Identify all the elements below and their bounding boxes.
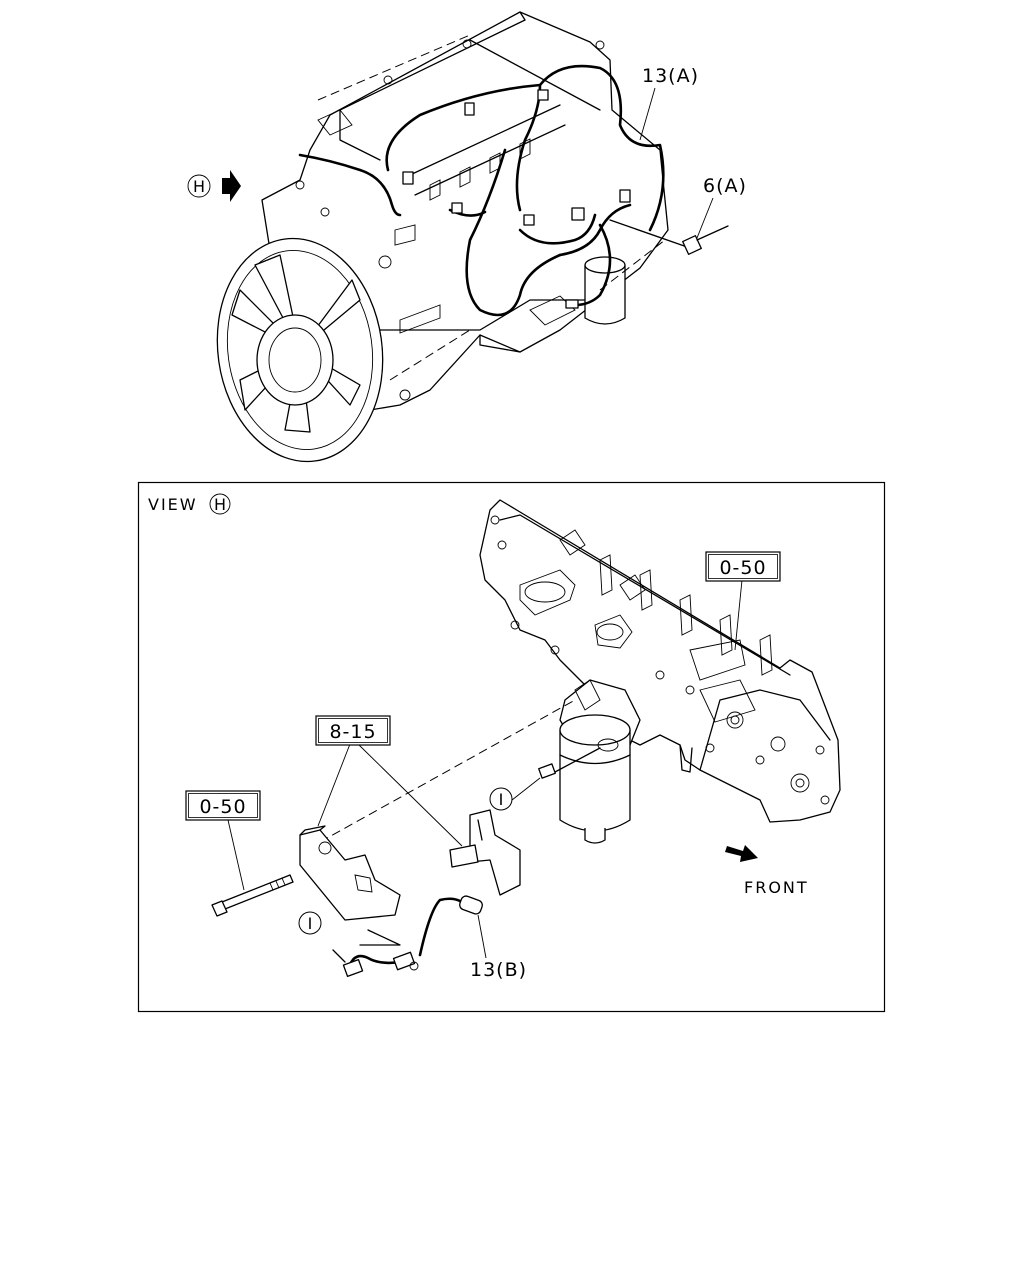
- wiring-harness-13b: [332, 895, 483, 978]
- fuel-sensor-illustration: [538, 747, 601, 779]
- ref-box-0-50-upper: 0-50: [705, 551, 781, 582]
- callout-13a-label: 13(A): [642, 65, 699, 87]
- cooling-fan-illustration: [216, 237, 384, 463]
- cylinder-head-illustration: [479, 499, 841, 823]
- view-direction-arrow-icon: [222, 170, 241, 202]
- front-indicator: FRONT: [725, 845, 809, 897]
- view-h-marker: H: [187, 170, 241, 202]
- ref-0-50-upper-label: 0-50: [719, 557, 766, 579]
- ref-8-15-label: 8-15: [329, 721, 376, 743]
- view-h-title-marker: H: [214, 495, 226, 514]
- bracket-left-illustration: [299, 825, 401, 921]
- bolt-alignment-line: [319, 699, 576, 843]
- ref-0-50-lower-label: 0-50: [199, 796, 246, 818]
- front-label: FRONT: [744, 878, 809, 897]
- bolt-illustration: [211, 874, 294, 917]
- callout-i-lower: I: [298, 911, 322, 935]
- fuel-filter-illustration: [559, 679, 641, 844]
- view-h-title-label: VIEW: [148, 495, 198, 514]
- callout-i-lower-letter: I: [308, 914, 313, 933]
- callout-6a: 6(A): [696, 175, 747, 239]
- callout-13a: 13(A): [639, 65, 699, 141]
- view-h-title: VIEW H: [148, 493, 231, 515]
- leader-lines: [227, 579, 743, 959]
- bracket-right-illustration: [449, 809, 521, 896]
- ref-box-8-15: 8-15: [315, 715, 391, 746]
- view-h-frame: [137, 481, 886, 1013]
- engine-assembly-illustration: [261, 11, 669, 411]
- wiring-harness-13a: [298, 64, 665, 317]
- ref-box-0-50-lower: 0-50: [185, 790, 261, 821]
- front-arrow-icon: [725, 845, 758, 862]
- callout-i-upper: I: [489, 787, 513, 811]
- callout-i-upper-letter: I: [499, 790, 504, 809]
- callout-6a-label: 6(A): [703, 175, 747, 197]
- callout-13b-label: 13(B): [470, 959, 527, 981]
- view-h-marker-letter: H: [193, 177, 205, 196]
- sensor-6a-illustration: [609, 219, 729, 255]
